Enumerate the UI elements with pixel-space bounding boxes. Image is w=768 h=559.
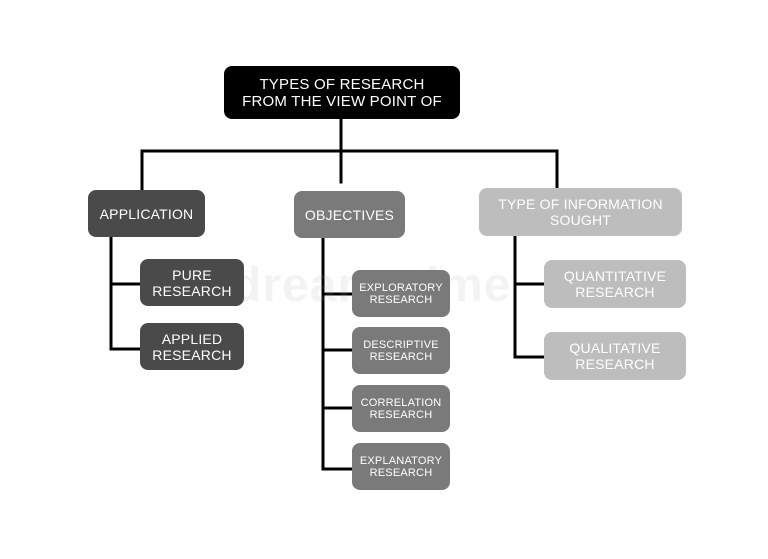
- category-application-label: APPLICATION: [99, 205, 194, 222]
- explanatory-line1: EXPLANATORY: [359, 454, 443, 467]
- exploratory-line1: EXPLORATORY: [359, 281, 443, 294]
- root-line1: TYPES OF RESEARCH: [259, 75, 425, 93]
- category-application: APPLICATION: [88, 190, 205, 237]
- applied-line1: APPLIED: [161, 330, 223, 347]
- qualitative-line2: RESEARCH: [575, 356, 655, 372]
- descriptive-line1: DESCRIPTIVE: [363, 338, 439, 351]
- correlation-line1: CORRELATION: [360, 396, 442, 409]
- explanatory-line2: RESEARCH: [369, 466, 433, 479]
- descriptive-line2: RESEARCH: [369, 350, 433, 363]
- type-info-line1: TYPE OF INFORMATION: [498, 196, 663, 212]
- correlation-line2: RESEARCH: [369, 408, 433, 421]
- quantitative-line2: RESEARCH: [575, 284, 655, 300]
- pure-line1: PURE: [172, 266, 212, 283]
- exploratory-line2: RESEARCH: [369, 293, 433, 306]
- pure-line2: RESEARCH: [152, 282, 232, 299]
- root-line2: FROM THE VIEW POINT OF: [242, 92, 442, 110]
- category-objectives-label: OBJECTIVES: [304, 206, 395, 223]
- quantitative-line1: QUANTITATIVE: [563, 268, 667, 284]
- qualitative-line1: QUALITATIVE: [569, 340, 661, 356]
- category-objectives: OBJECTIVES: [294, 191, 405, 238]
- applied-line2: RESEARCH: [152, 346, 232, 363]
- type-info-line2: SOUGHT: [549, 212, 612, 228]
